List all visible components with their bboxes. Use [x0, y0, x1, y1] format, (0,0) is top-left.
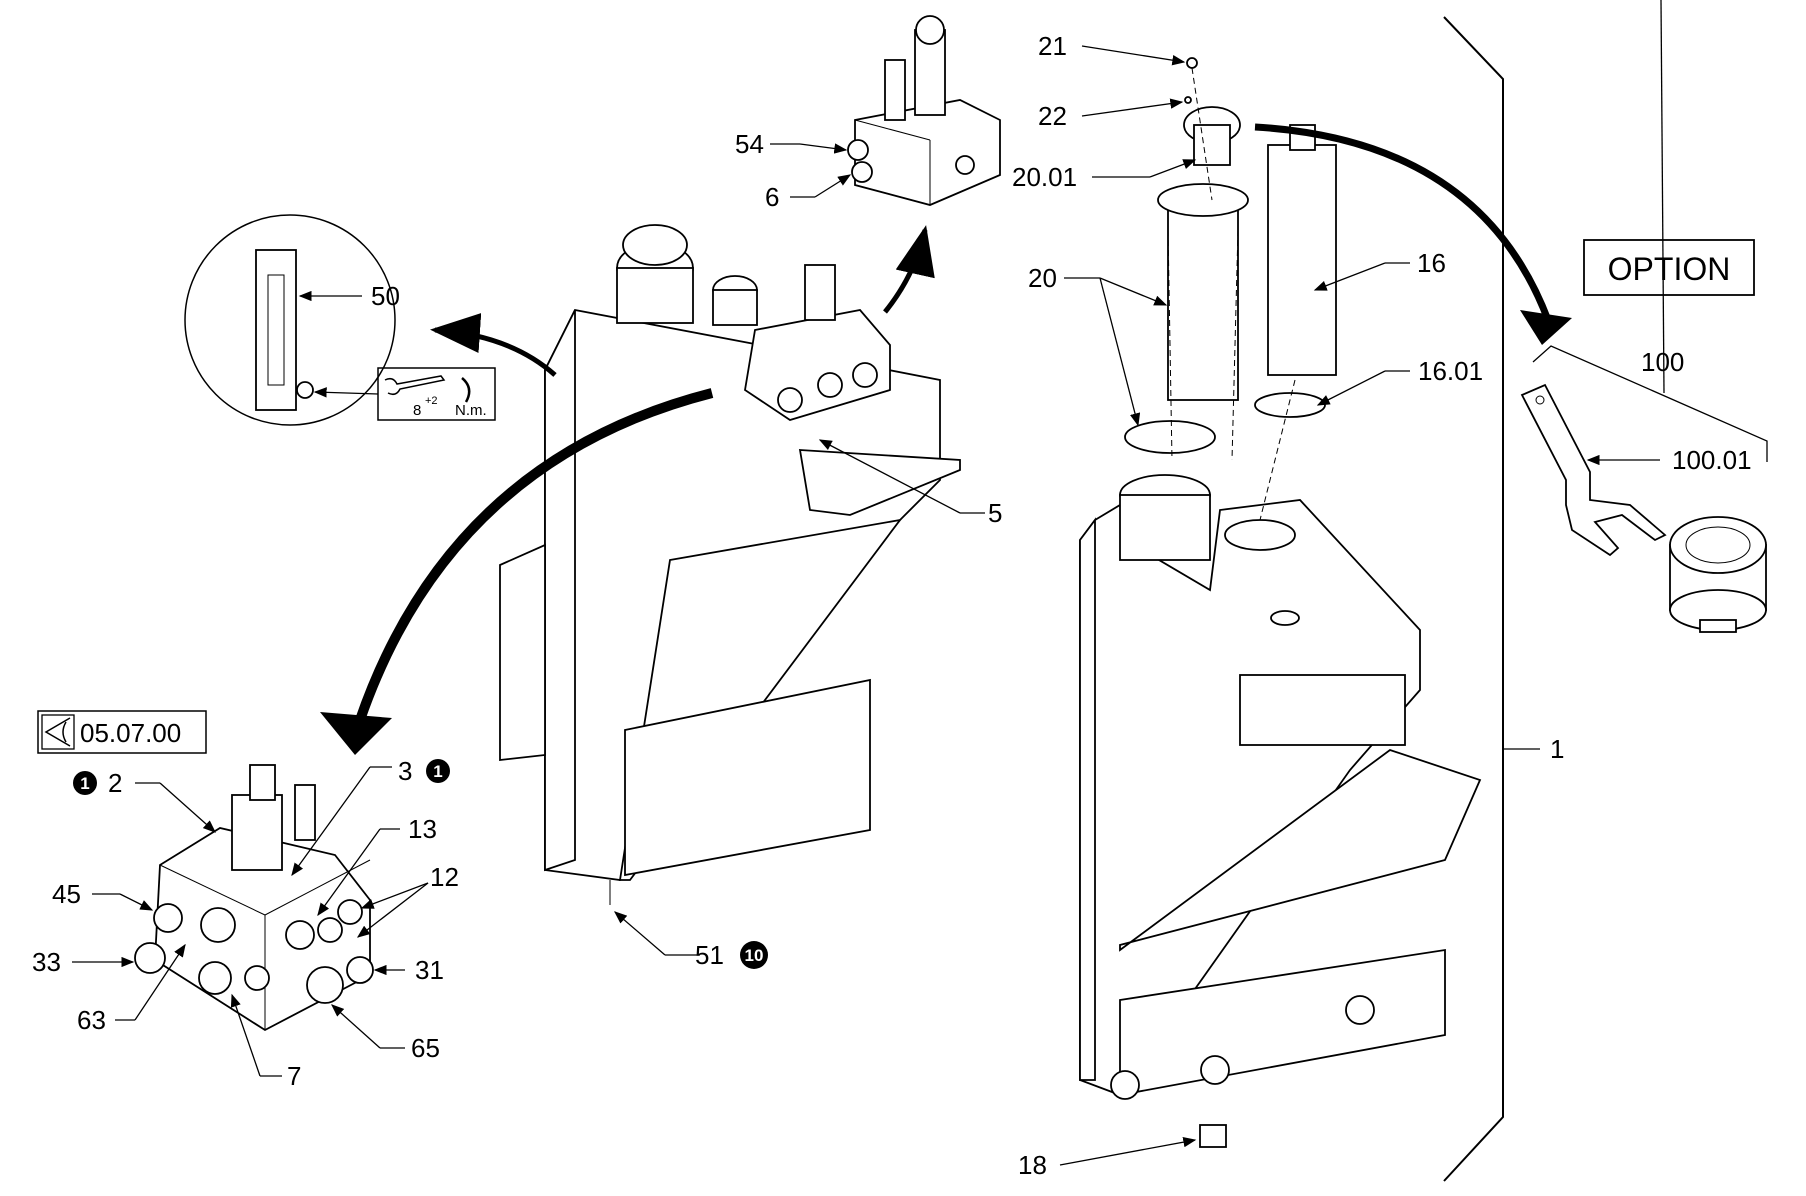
callout-100: 100 [1641, 347, 1684, 377]
callout-31: 31 [415, 955, 444, 985]
callout-16: 16 [1417, 248, 1446, 278]
eye-view-icon [44, 717, 71, 747]
callout-20-01: 20.01 [1012, 162, 1077, 192]
svg-text:N.m.: N.m. [455, 402, 487, 419]
callout-12: 12 [430, 862, 459, 892]
svg-text:OPTION: OPTION [1608, 251, 1731, 287]
option-box: OPTION [1583, 239, 1755, 296]
callout-22: 22 [1038, 101, 1067, 131]
torque-spec: 8 +2 N.m. [377, 367, 496, 421]
tank-exploded [1079, 57, 1482, 1148]
torque-direction-icon [461, 377, 471, 403]
svg-text:1: 1 [80, 774, 89, 793]
callout-2: 2 [108, 768, 122, 798]
svg-text:+2: +2 [425, 395, 438, 407]
callout-21: 21 [1038, 31, 1067, 61]
note-bullet-10 [740, 941, 768, 969]
callout-51: 51 [695, 940, 724, 970]
callout-50: 50 [371, 281, 400, 311]
svg-text:05.07.00: 05.07.00 [80, 718, 181, 748]
note-bullet-1 [73, 771, 97, 795]
wrench-icon [384, 375, 446, 396]
callout-6: 6 [765, 182, 779, 212]
spanner-wrench [1520, 383, 1667, 557]
view-reference: 05.07.00 [37, 710, 207, 754]
valve-block-top [847, 15, 1001, 206]
svg-text:10: 10 [745, 946, 764, 965]
callout-100-01: 100.01 [1672, 445, 1752, 475]
callout-16-01: 16.01 [1418, 356, 1483, 386]
callout-7: 7 [287, 1061, 301, 1091]
sight-glass-detail [184, 214, 396, 426]
callout-13: 13 [408, 814, 437, 844]
callout-54: 54 [735, 129, 764, 159]
callout-1: 1 [1550, 734, 1564, 764]
callout-20: 20 [1028, 263, 1057, 293]
callout-33: 33 [32, 947, 61, 977]
callout-65: 65 [411, 1033, 440, 1063]
callout-63: 63 [77, 1005, 106, 1035]
svg-text:8: 8 [413, 402, 421, 419]
callout-18: 18 [1018, 1150, 1047, 1180]
callout-3: 3 [398, 756, 412, 786]
assembly-bracket [1443, 16, 1504, 1182]
note-bullet-1 [426, 759, 450, 783]
filler-cap [1669, 516, 1767, 633]
callout-45: 45 [52, 879, 81, 909]
callout-5: 5 [988, 498, 1002, 528]
svg-text:1: 1 [433, 762, 442, 781]
valve-block-exploded [134, 764, 374, 1032]
tank-assembled [499, 224, 961, 905]
